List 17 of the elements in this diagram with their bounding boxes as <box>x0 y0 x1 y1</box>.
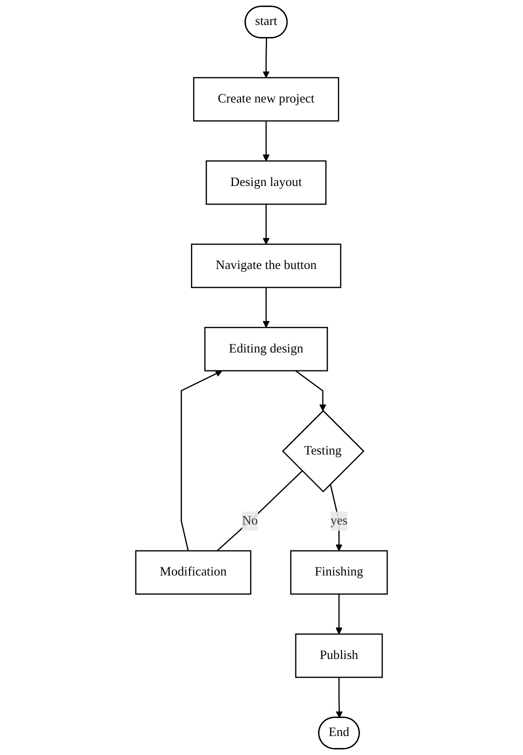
node-box: Navigate the button <box>190 244 342 288</box>
arrow <box>262 120 270 162</box>
arrow <box>262 38 270 78</box>
node-diamond: Testing <box>282 410 364 492</box>
node-box: Modification <box>135 550 252 595</box>
arrow <box>262 204 270 245</box>
arrow <box>330 484 343 552</box>
arrow <box>336 677 343 718</box>
arrow <box>335 594 343 634</box>
node-box: Finishing <box>290 550 388 595</box>
node-box: Design layout <box>206 160 326 205</box>
arrow <box>262 287 270 328</box>
arrow <box>295 370 326 412</box>
node-box: Create new project <box>193 77 340 122</box>
node-box: Publish <box>295 634 383 678</box>
arrow <box>180 370 222 551</box>
node-box: Editing design <box>204 326 328 372</box>
